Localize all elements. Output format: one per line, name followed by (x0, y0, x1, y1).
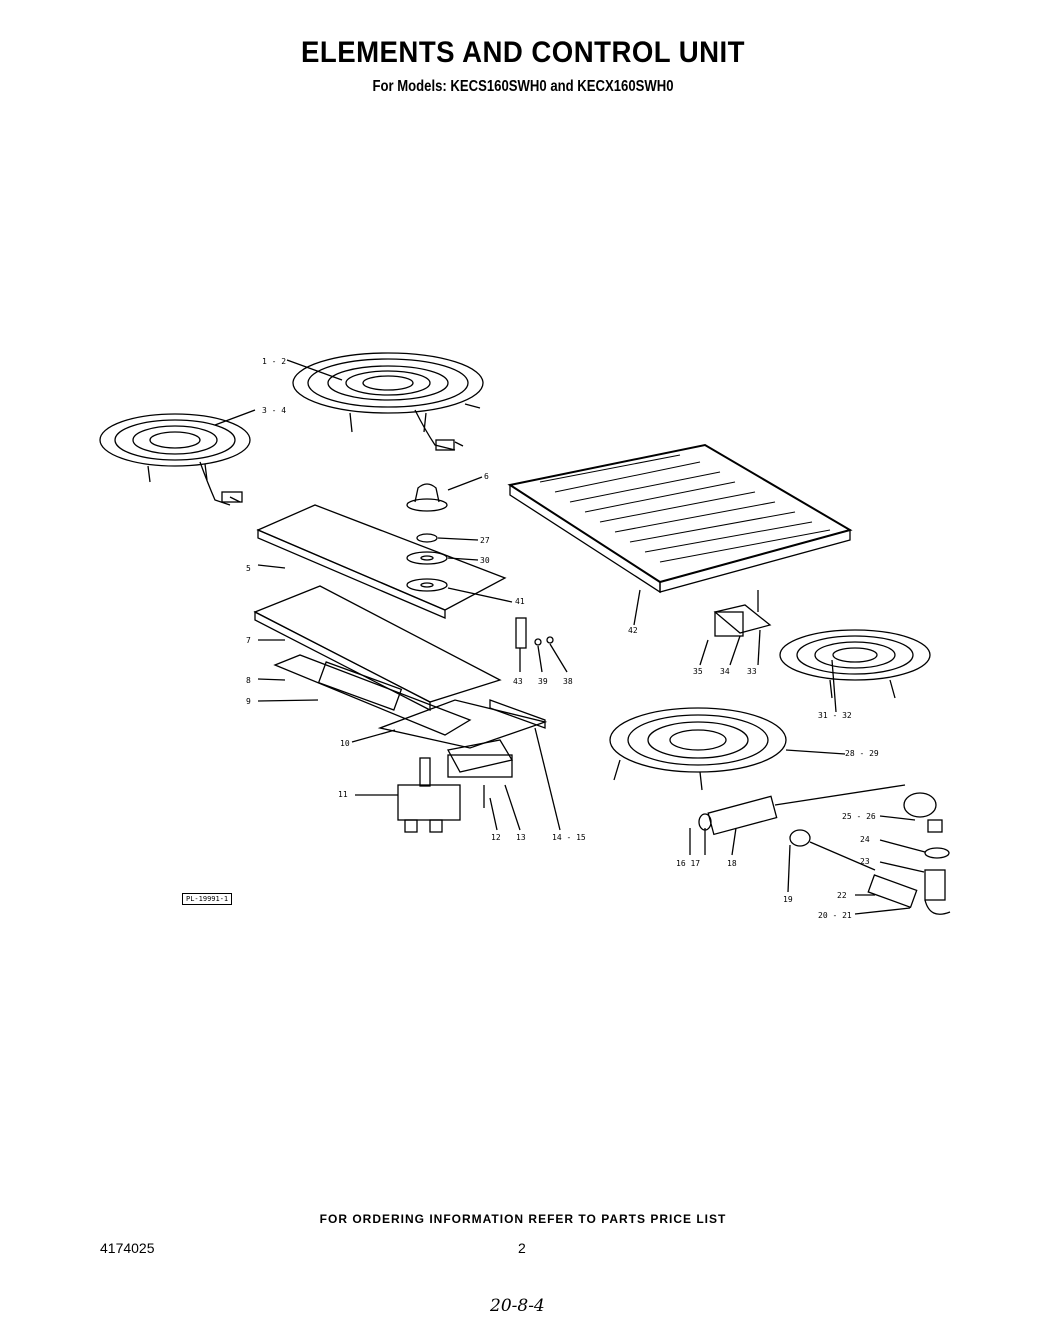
callout-14-15: 14 - 15 (552, 833, 586, 842)
callout-9: 9 (246, 697, 251, 706)
callout-6: 6 (484, 472, 489, 481)
callout-3-4: 3 - 4 (262, 406, 286, 415)
callout-23: 23 (860, 857, 870, 866)
callout-16-17: 16 17 (676, 859, 700, 868)
callout-39: 39 (538, 677, 548, 686)
surface-element-small-right (779, 629, 931, 713)
callout-27: 27 (480, 536, 490, 545)
surface-element-large-rear (292, 352, 484, 451)
control-knob (406, 476, 483, 512)
callout-10: 10 (340, 739, 350, 748)
callout-20-21: 20 - 21 (818, 911, 852, 920)
callout-24: 24 (860, 835, 870, 844)
callout-22: 22 (837, 891, 847, 900)
griddle-plate (507, 443, 853, 626)
document-number: 4174025 (100, 1240, 155, 1256)
callout-25-26: 25 - 26 (842, 812, 876, 821)
page-title: ELEMENTS AND CONTROL UNIT (301, 36, 745, 69)
infinite-switch (355, 757, 461, 833)
callout-11: 11 (338, 790, 348, 799)
callout-43: 43 (513, 677, 523, 686)
callout-13: 13 (516, 833, 526, 842)
callout-12: 12 (491, 833, 501, 842)
callout-41: 41 (515, 597, 525, 606)
callout-42: 42 (628, 626, 638, 635)
terminal-bracket (515, 617, 568, 673)
ordering-note: FOR ORDERING INFORMATION REFER TO PARTS … (319, 1212, 727, 1226)
leader-lines (214, 359, 343, 426)
callout-8: 8 (246, 676, 251, 685)
plate-id-label: PL-19991-1 (182, 893, 233, 905)
callout-labels: 1 - 2 3 - 4 6 27 30 5 41 42 7 8 9 43 39 … (246, 357, 879, 920)
support-rail (489, 699, 561, 831)
surface-element-large-right (609, 707, 846, 791)
callout-18: 18 (727, 859, 737, 868)
callout-38: 38 (563, 677, 573, 686)
callout-19: 19 (783, 895, 793, 904)
surface-element-small-front (99, 413, 251, 506)
receptacle-assembly (689, 784, 951, 915)
mounting-bracket (257, 654, 548, 749)
callout-33: 33 (747, 667, 757, 676)
callout-35: 35 (693, 667, 703, 676)
rear-panel (253, 585, 502, 712)
callout-30: 30 (480, 556, 490, 565)
callout-28-29: 28 - 29 (845, 749, 879, 758)
callout-34: 34 (720, 667, 730, 676)
callout-5: 5 (246, 564, 251, 573)
callout-7: 7 (246, 636, 251, 645)
relay-module (447, 739, 521, 831)
model-subtitle: For Models: KECS160SWH0 and KECX160SWH0 (372, 78, 674, 95)
terminal-block (699, 590, 772, 666)
control-panel (256, 504, 513, 619)
handwritten-note: 20-8-4 (490, 1296, 545, 1316)
callout-31-32: 31 - 32 (818, 711, 852, 720)
callout-1-2: 1 - 2 (262, 357, 286, 366)
page-number: 2 (518, 1240, 526, 1256)
washer-parts (406, 533, 479, 565)
